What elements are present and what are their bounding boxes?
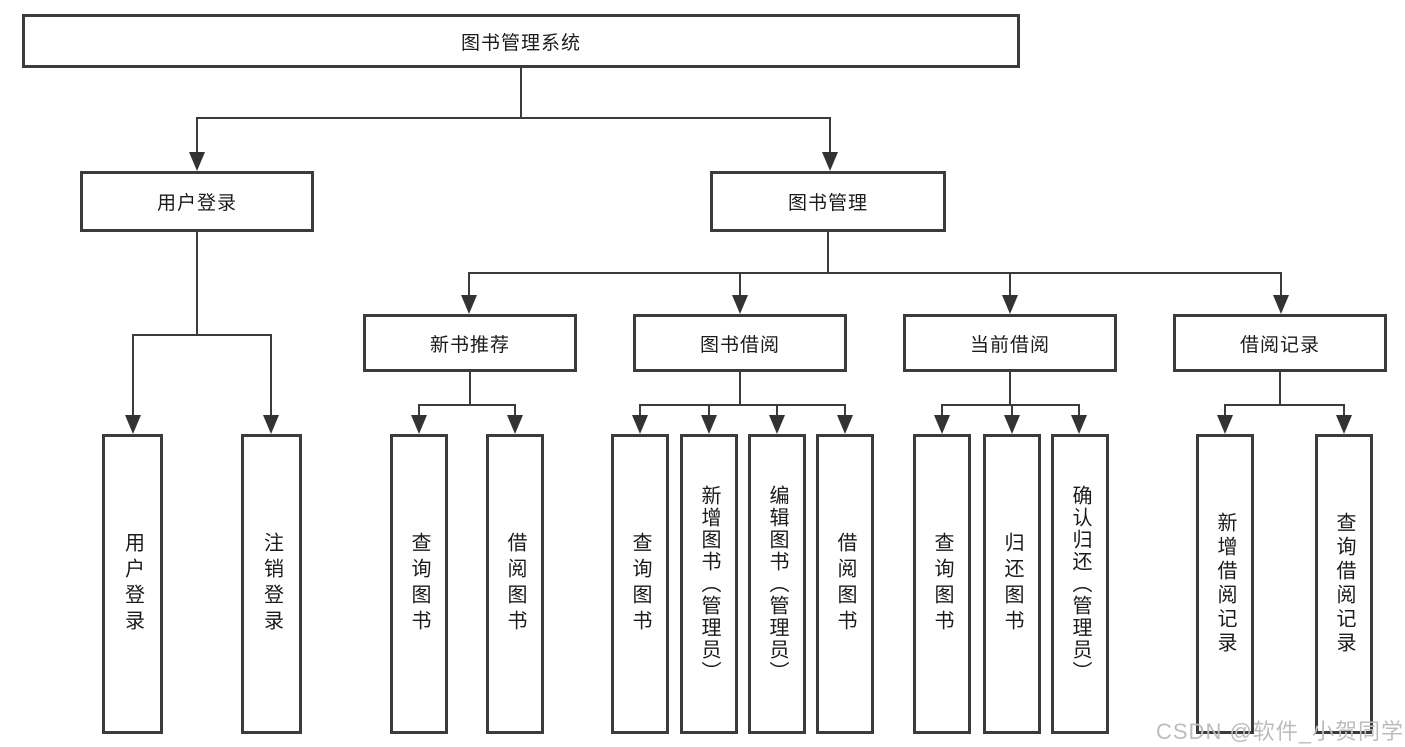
leaf-add-books-admin: 新增图书（管理员） [680, 434, 738, 734]
connector-line [1009, 272, 1011, 297]
connector-line [1224, 404, 1226, 416]
connector-line [827, 232, 829, 274]
leaf-confirm-return-admin: 确认归还（管理员） [1051, 434, 1109, 734]
node-borrow-records: 借阅记录 [1173, 314, 1387, 372]
node-user-login: 用户登录 [80, 171, 314, 232]
leaf-add-borrow-record: 新增借阅记录 [1196, 434, 1254, 734]
node-book-management: 图书管理 [710, 171, 946, 232]
arrow-down-icon [822, 152, 838, 171]
leaf-edit-books-admin: 编辑图书（管理员） [748, 434, 806, 734]
connector-line [1011, 404, 1013, 416]
arrow-down-icon [125, 415, 141, 434]
arrow-down-icon [1273, 295, 1289, 314]
leaf-borrow-books-2: 借阅图书 [816, 434, 874, 734]
connector-line [1224, 404, 1344, 406]
connector-line [468, 272, 1282, 274]
connector-line [270, 334, 272, 416]
arrow-down-icon [769, 415, 785, 434]
node-new-book-recommend: 新书推荐 [363, 314, 577, 372]
connector-line [520, 67, 522, 119]
leaf-return-books: 归还图书 [983, 434, 1041, 734]
arrow-down-icon [1004, 415, 1020, 434]
arrow-down-icon [461, 295, 477, 314]
arrow-down-icon [701, 415, 717, 434]
connector-line [469, 372, 471, 406]
leaf-logout-login: 注销登录 [241, 434, 302, 734]
leaf-query-borrow-record: 查询借阅记录 [1315, 434, 1373, 734]
connector-line [132, 334, 134, 416]
connector-line [1280, 272, 1282, 297]
connector-line [941, 404, 1080, 406]
node-current-borrow: 当前借阅 [903, 314, 1117, 372]
arrow-down-icon [507, 415, 523, 434]
arrow-down-icon [1336, 415, 1352, 434]
arrow-down-icon [632, 415, 648, 434]
connector-line [418, 404, 516, 406]
leaf-user-login: 用户登录 [102, 434, 163, 734]
node-root-title: 图书管理系统 [22, 14, 1020, 68]
leaf-query-books-3: 查询图书 [913, 434, 971, 734]
leaf-borrow-books-1: 借阅图书 [486, 434, 544, 734]
connector-line [1343, 404, 1345, 416]
connector-line [844, 404, 846, 416]
leaf-query-books-2: 查询图书 [611, 434, 669, 734]
connector-line [1009, 372, 1011, 406]
connector-line [196, 117, 198, 155]
connector-line [418, 404, 420, 416]
arrow-down-icon [263, 415, 279, 434]
connector-line [708, 404, 710, 416]
connector-line [639, 404, 641, 416]
connector-line [1279, 372, 1281, 406]
csdn-watermark: CSDN @软件_小贺同学 [1156, 719, 1405, 744]
arrow-down-icon [934, 415, 950, 434]
connector-line [514, 404, 516, 416]
connector-line [468, 272, 470, 297]
arrow-down-icon [1217, 415, 1233, 434]
connector-line [739, 272, 741, 297]
connector-line [132, 334, 272, 336]
arrow-down-icon [411, 415, 427, 434]
arrow-down-icon [189, 152, 205, 171]
arrow-down-icon [837, 415, 853, 434]
arrow-down-icon [1071, 415, 1087, 434]
connector-line [196, 117, 831, 119]
arrow-down-icon [1002, 295, 1018, 314]
connector-line [196, 232, 198, 336]
leaf-query-books-1: 查询图书 [390, 434, 448, 734]
connector-line [1078, 404, 1080, 416]
arrow-down-icon [732, 295, 748, 314]
connector-line [829, 117, 831, 155]
connector-line [776, 404, 778, 416]
connector-line [941, 404, 943, 416]
connector-line [639, 404, 845, 406]
node-book-borrow: 图书借阅 [633, 314, 847, 372]
connector-line [739, 372, 741, 406]
